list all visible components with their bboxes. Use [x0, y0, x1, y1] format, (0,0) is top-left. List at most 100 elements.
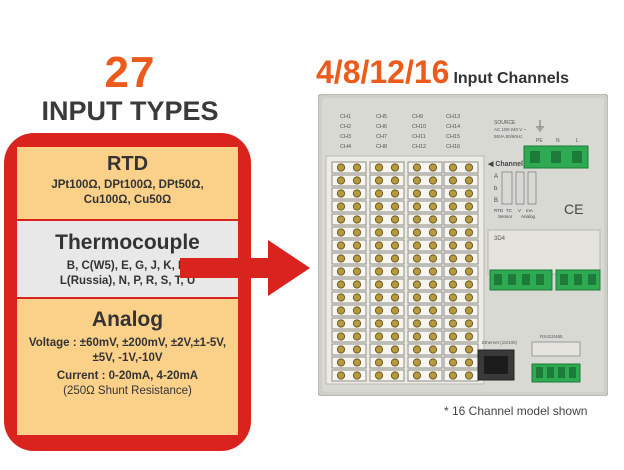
ch8-label: CH8 — [376, 144, 387, 150]
screw-icon — [336, 306, 346, 315]
relay-panel — [487, 229, 601, 275]
rtd-title: RTD — [106, 153, 149, 175]
screw-icon — [374, 254, 384, 263]
screw-icon — [390, 202, 400, 211]
terminal-slot — [331, 200, 367, 213]
screw-icon — [464, 189, 474, 198]
thermocouple-line-2: L(Russia), N, P, R, S, T, U — [59, 275, 196, 287]
terminal-slot — [331, 317, 367, 330]
screw-icon — [336, 254, 346, 263]
screw-icon — [428, 163, 438, 172]
screw-icon — [374, 241, 384, 250]
ch16-label: CH16 — [446, 144, 460, 150]
svg-text:B: B — [494, 198, 498, 204]
screw-icon — [374, 319, 384, 328]
screw-icon — [374, 371, 384, 380]
terminal-slot — [331, 356, 367, 369]
terminal-slot — [331, 343, 367, 356]
terminal-slot — [331, 174, 367, 187]
rtd-panel: RTD JPt100Ω, DPt100Ω, DPt50Ω, Cu100Ω, Cu… — [17, 147, 238, 219]
analog-current-line-2: (250Ω Shunt Resistance) — [63, 385, 192, 397]
screw-icon — [352, 280, 362, 289]
terminal-slot — [407, 200, 443, 213]
screw-icon — [412, 241, 422, 250]
screw-icon — [428, 319, 438, 328]
right-arrow-icon — [180, 240, 310, 296]
ch14-label: CH14 — [446, 124, 460, 130]
footnote: * 16 Channel model shown — [444, 404, 588, 418]
screw-icon — [390, 358, 400, 367]
svg-text:N: N — [556, 138, 560, 144]
screw-icon — [464, 176, 474, 185]
analog-current-line-1: Current : 0-20mA, 4-20mA — [56, 370, 199, 382]
screw-icon — [464, 293, 474, 302]
terminal-slot — [331, 369, 367, 382]
screw-icon — [374, 189, 384, 198]
screw-icon — [428, 371, 438, 380]
screw-icon — [390, 163, 400, 172]
channel-label-grid: CH1 CH2 CH3 CH4 CH5 CH6 CH7 CH8 CH9 CH10… — [340, 114, 460, 150]
screw-icon — [352, 267, 362, 276]
terminal-slot — [407, 369, 443, 382]
svg-text:55VA 50/60Hz: 55VA 50/60Hz — [494, 134, 523, 139]
screw-icon — [390, 176, 400, 185]
screw-icon — [374, 293, 384, 302]
screw-icon — [390, 228, 400, 237]
screw-icon — [336, 215, 346, 224]
svg-text:L: L — [576, 138, 579, 144]
screw-icon — [390, 241, 400, 250]
screw-icon — [448, 202, 458, 211]
terminal-slot — [407, 317, 443, 330]
screw-icon — [448, 176, 458, 185]
svg-text:SOURCE: SOURCE — [494, 120, 516, 126]
screw-icon — [448, 371, 458, 380]
screw-icon — [448, 267, 458, 276]
analog-title: Analog — [91, 308, 164, 331]
terminal-slot — [443, 226, 479, 239]
rtd-line-2: Cu100Ω, Cu50Ω — [83, 194, 172, 206]
terminal-slot — [443, 265, 479, 278]
terminal-slot — [331, 187, 367, 200]
screw-icon — [448, 163, 458, 172]
screw-icon — [428, 332, 438, 341]
rs485-label: RS422/485 — [540, 334, 563, 339]
screw-icon — [336, 371, 346, 380]
channels-label: Input Channels — [453, 70, 570, 87]
terminal-slot — [369, 343, 405, 356]
device-image: CH1 CH2 CH3 CH4 CH5 CH6 CH7 CH8 CH9 CH10… — [318, 94, 608, 396]
screw-icon — [464, 319, 474, 328]
rs485-terminal — [531, 363, 581, 383]
screw-icon — [374, 358, 384, 367]
svg-text:TC: TC — [506, 208, 513, 213]
screw-icon — [390, 189, 400, 198]
terminal-slot — [369, 161, 405, 174]
terminal-slot — [331, 226, 367, 239]
ch5-label: CH5 — [376, 114, 387, 120]
terminal-slot — [407, 291, 443, 304]
screw-icon — [352, 163, 362, 172]
terminal-slot — [331, 213, 367, 226]
screw-icon — [448, 215, 458, 224]
screw-icon — [448, 280, 458, 289]
input-types-count: 27 — [104, 48, 156, 97]
terminal-slot — [331, 304, 367, 317]
terminal-slot — [443, 317, 479, 330]
screw-icon — [412, 332, 422, 341]
screw-icon — [428, 345, 438, 354]
terminal-slot — [443, 174, 479, 187]
screw-icon — [390, 332, 400, 341]
screw-icon — [464, 358, 474, 367]
screw-icon — [374, 280, 384, 289]
ch7-label: CH7 — [376, 134, 387, 140]
input-types-title: INPUT TYPES — [41, 96, 219, 126]
terminal-slot — [443, 213, 479, 226]
screw-icon — [390, 306, 400, 315]
svg-text:A: A — [494, 174, 498, 180]
ch11-label: CH11 — [412, 134, 426, 140]
screw-icon — [448, 241, 458, 250]
screw-icon — [464, 306, 474, 315]
thermocouple-title: Thermocouple — [55, 231, 200, 254]
ch12-label: CH12 — [412, 144, 426, 150]
screw-icon — [374, 332, 384, 341]
